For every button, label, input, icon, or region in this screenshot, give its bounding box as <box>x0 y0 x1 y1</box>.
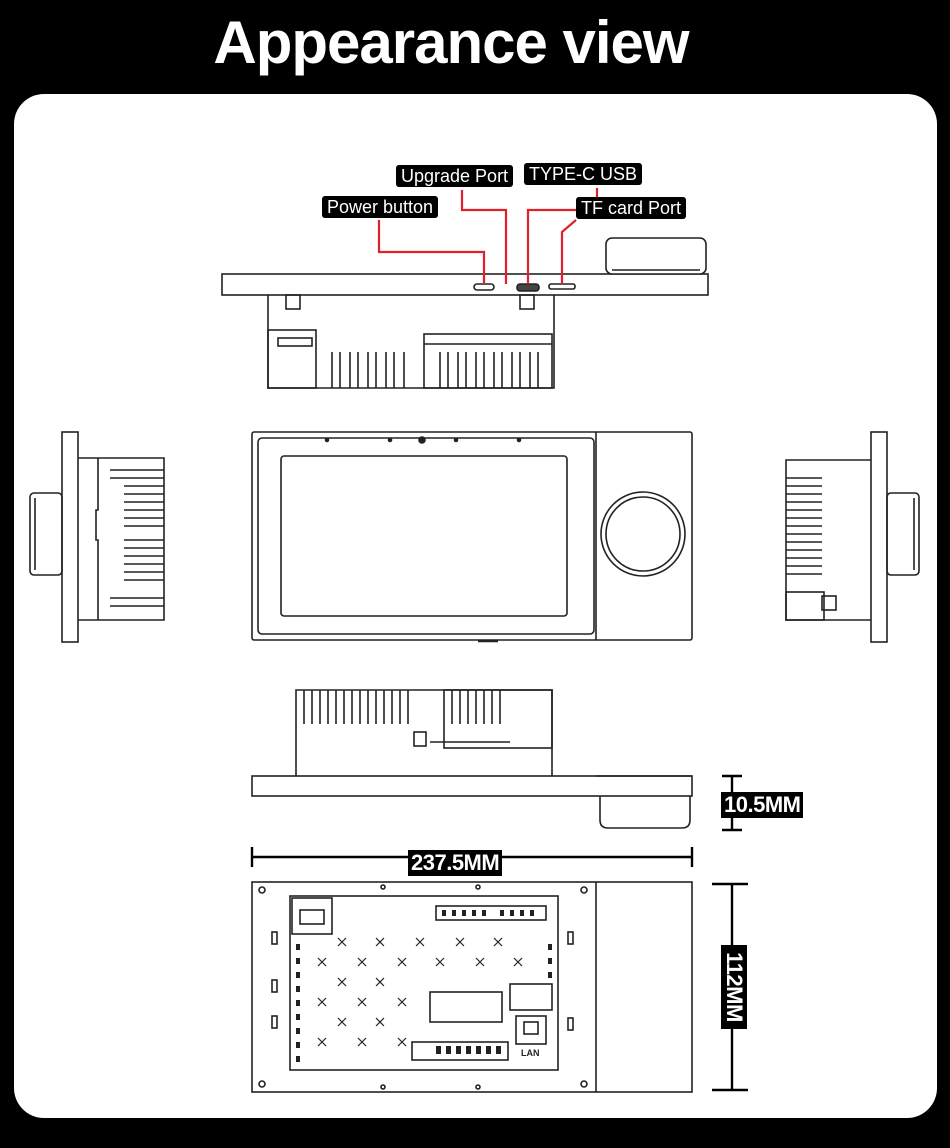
front-view <box>251 431 693 643</box>
callout-upgrade-port: Upgrade Port <box>396 165 514 187</box>
callout-power-button: Power button <box>322 196 439 218</box>
top-view <box>221 237 709 389</box>
left-side-view <box>29 431 165 643</box>
page-title: Appearance view <box>213 9 689 76</box>
callout-tf-card-port: TF card Port <box>576 197 687 219</box>
dimension-thickness: 10.5MM <box>721 792 804 818</box>
lan-port <box>515 1015 547 1045</box>
drawing-panel <box>14 94 937 1118</box>
top-heatsink-fins <box>331 352 539 388</box>
callout-type-c-usb: TYPE-C USB <box>524 163 643 185</box>
dimension-lines <box>250 774 748 1092</box>
display-screen <box>280 455 568 617</box>
dimension-width: 237.5MM <box>408 850 503 876</box>
type-c-slot <box>516 283 540 292</box>
rotary-knob <box>600 491 686 577</box>
right-side-view <box>785 431 920 643</box>
lan-label: LAN <box>521 1048 540 1058</box>
dimension-height: 112MM <box>721 945 747 1029</box>
back-view <box>251 881 693 1093</box>
bottom-view <box>251 689 693 829</box>
